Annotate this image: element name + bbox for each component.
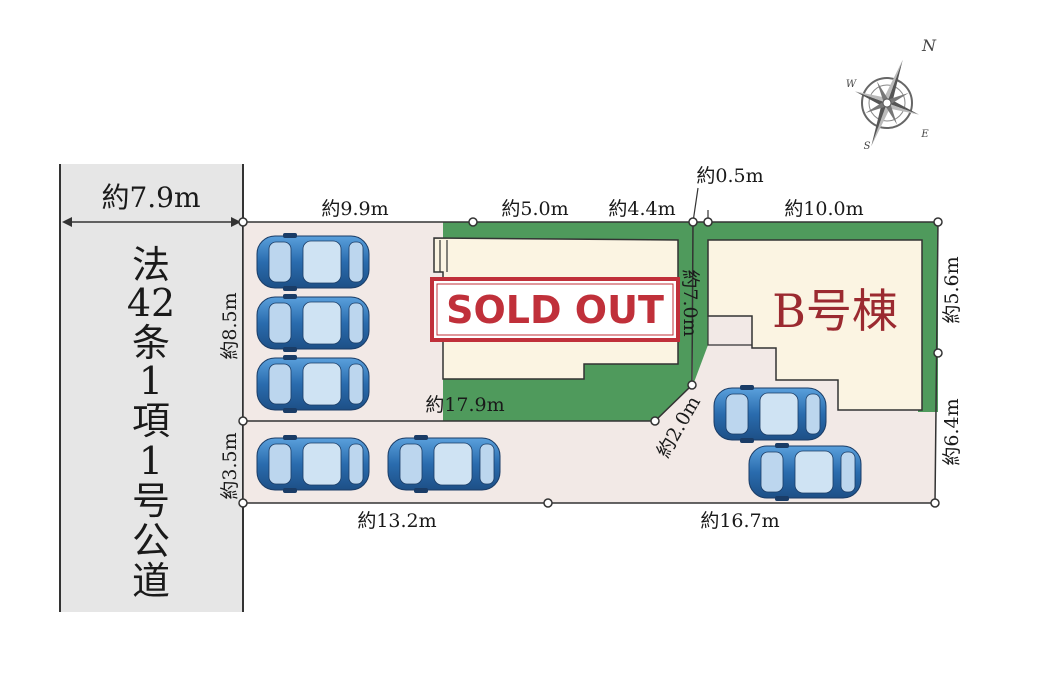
car-parking-7 <box>748 442 862 502</box>
public-road <box>60 164 243 612</box>
car-parking-2 <box>256 293 370 353</box>
dim-top-left: 約9.9m <box>321 198 388 220</box>
road-name-char-7: 号 <box>132 479 170 523</box>
lot-inner-line <box>243 221 694 422</box>
arrow-head-right <box>231 217 241 227</box>
dim-top-right-a: 約4.4m <box>608 198 675 220</box>
dim-bottom-left: 約13.2m <box>357 510 436 532</box>
sold-out-stamp-border <box>430 277 680 342</box>
compass-n: N <box>921 36 937 55</box>
car-parking-4 <box>256 434 370 494</box>
car-parking-5 <box>387 434 501 494</box>
road-name-char-1: 法 <box>132 243 170 287</box>
road-width-label: 約7.9m <box>101 181 200 214</box>
road-name-char-5: 項 <box>132 399 170 443</box>
dim-divider: 約7.0m <box>679 269 701 336</box>
lot-b-building-step <box>707 316 752 346</box>
compass-s: S <box>864 141 871 152</box>
dim-inner-line: 約17.9m <box>425 394 504 416</box>
dim-bottom-right: 約16.7m <box>700 510 779 532</box>
notch-leader <box>692 187 699 223</box>
lot-b-building <box>707 239 923 411</box>
car-parking-3 <box>256 354 370 414</box>
dim-right-upper: 約5.6m <box>941 256 963 323</box>
compass-w: W <box>846 79 857 90</box>
dim-top-right-b: 約10.0m <box>784 198 863 220</box>
dim-right-lower: 約6.4m <box>941 398 963 465</box>
dim-left-lower: 約3.5m <box>219 432 241 499</box>
boundary-markers <box>238 217 943 508</box>
car-parking-6 <box>713 384 827 444</box>
road-name-char-3: 条 <box>132 321 170 365</box>
dim-top-mid: 約5.0m <box>501 198 568 220</box>
road-name-char-4: 1 <box>139 359 163 403</box>
road-name-char-2: 42 <box>127 281 175 325</box>
sold-out-label: SOLD OUT <box>446 288 664 332</box>
road-name-char-6: 1 <box>139 439 163 483</box>
lot-b-label: B号棟 <box>772 284 898 338</box>
car-parking-1 <box>256 232 370 292</box>
compass-icon: N S E W <box>846 36 937 152</box>
dim-notch: 約0.5m <box>696 165 763 187</box>
road-name-char-8: 公 <box>132 519 170 563</box>
dim-left-upper: 約8.5m <box>219 292 241 359</box>
sold-out-stamp-inner <box>436 283 674 336</box>
road-name-char-9: 道 <box>132 559 170 603</box>
arrow-head-left <box>62 217 72 227</box>
compass-e: E <box>920 129 929 140</box>
